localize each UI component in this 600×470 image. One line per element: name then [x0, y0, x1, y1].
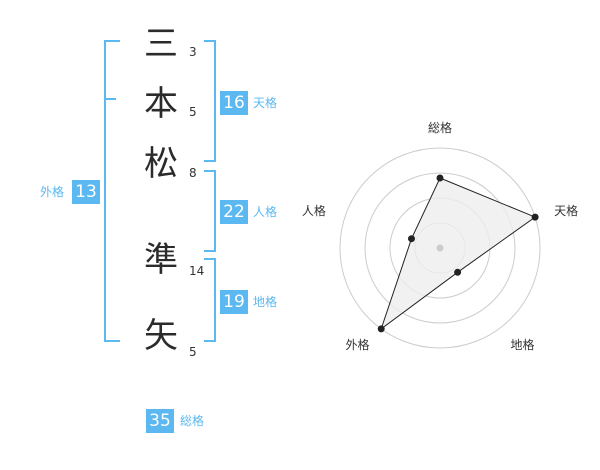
radar-axis-label-2: 天格 [554, 203, 578, 218]
tenkaku-label: 天格 [253, 96, 278, 110]
tenkaku-value-badge: 16 [220, 91, 248, 115]
name-char-2: 本 [144, 84, 178, 124]
radar-point-4 [377, 325, 385, 333]
radar-point-1 [436, 174, 444, 182]
radar-ring-3 [364, 172, 516, 324]
stroke-count-4: 14 [189, 264, 205, 278]
radar-axis-label-4: 外格 [345, 337, 369, 352]
jinkaku-label: 人格 [253, 205, 278, 219]
name-char-5: 矢 [144, 316, 178, 356]
radar-point-2 [531, 213, 539, 221]
radar-axis-label-3: 地格 [511, 337, 535, 352]
radar-point-5 [408, 235, 415, 243]
gaikaku-bracket-tick [106, 98, 116, 100]
jinkaku-value-badge: 22 [220, 200, 248, 224]
soukaku-label: 総格 [180, 414, 205, 428]
radar-ring-4 [339, 147, 541, 349]
name-char-1: 三 [144, 24, 178, 64]
stroke-count-2: 5 [189, 105, 197, 119]
gaikaku-label: 外格 [40, 185, 65, 199]
tenkaku-bracket [204, 40, 216, 162]
gaikaku-bracket [104, 40, 120, 342]
radar-point-3 [454, 268, 462, 276]
stroke-count-1: 3 [189, 45, 197, 59]
gaikaku-value-badge: 13 [72, 180, 100, 204]
chikaku-label: 地格 [253, 295, 278, 309]
radar-value-polygon [380, 177, 537, 331]
stroke-count-3: 8 [189, 166, 197, 180]
radar-center-dot [436, 244, 444, 252]
name-char-4: 準 [144, 240, 178, 280]
name-char-3: 松 [144, 144, 178, 184]
chikaku-value-badge: 19 [220, 290, 248, 314]
jinkaku-bracket [204, 170, 216, 252]
stroke-count-5: 5 [189, 345, 197, 359]
radar-axis-label-1: 総格 [428, 120, 452, 135]
radar-axis-label-5: 人格 [302, 203, 326, 218]
soukaku-value-badge: 35 [146, 409, 174, 433]
chikaku-bracket [204, 258, 216, 342]
